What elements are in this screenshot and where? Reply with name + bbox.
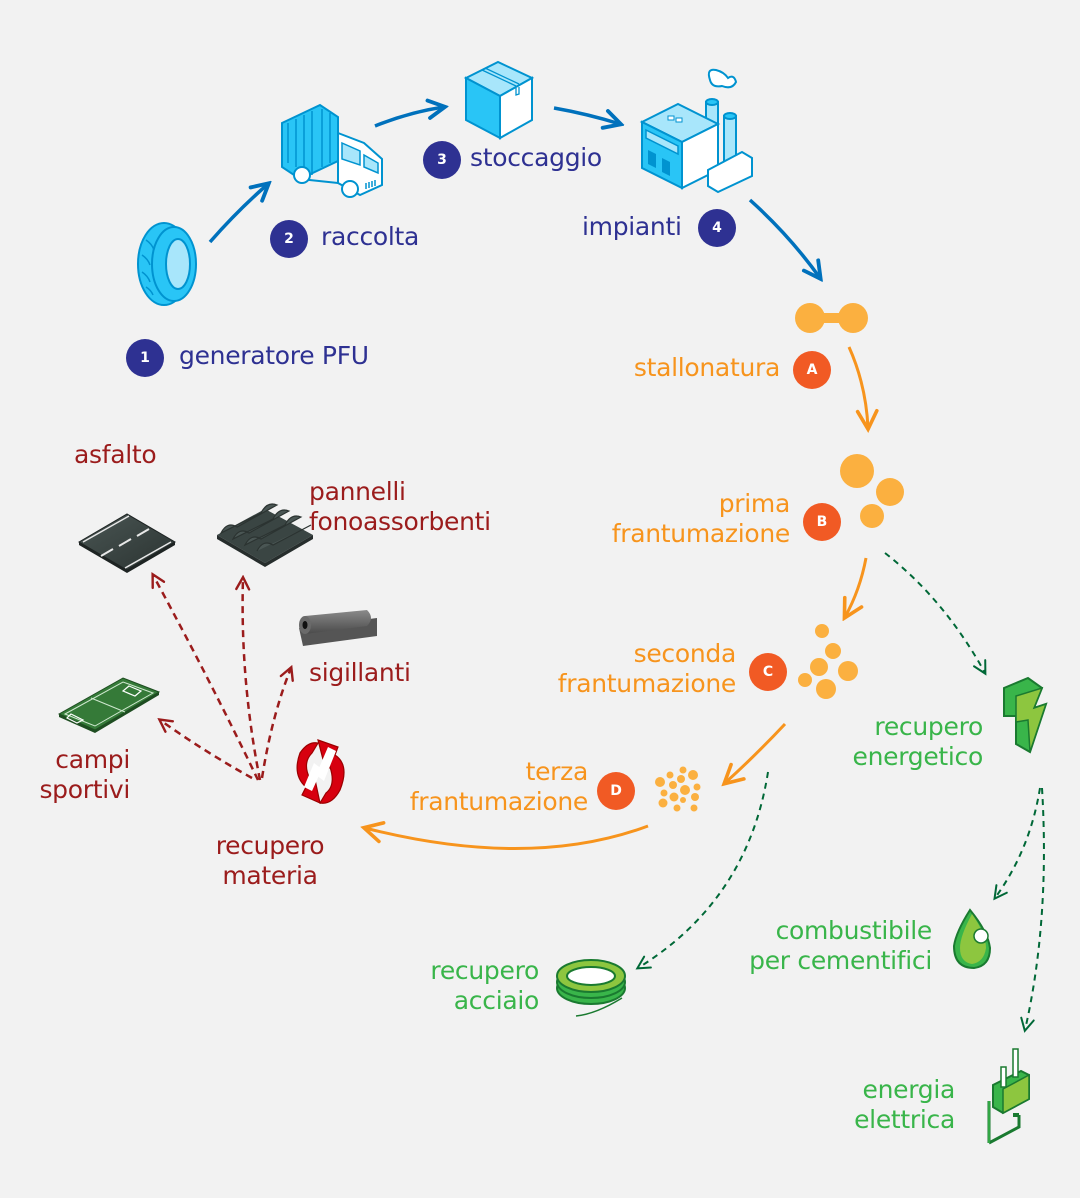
- arrow-d-to-materia: [365, 826, 649, 850]
- fine-granules-icon: [655, 766, 701, 812]
- use-label-sigillanti: sigillanti: [309, 658, 411, 687]
- arrow-stoccaggio-to-impianti: [553, 106, 620, 124]
- process-label-seconda-frantumazione: frantumazione: [557, 669, 737, 698]
- debeading-granule-icon: [795, 303, 868, 333]
- arrow-materia-to-campi: [160, 720, 253, 780]
- energy-recovery-line-1: recupero: [874, 712, 983, 741]
- energy-recovery-line-2: energetico: [852, 742, 984, 771]
- arrow-energetico-to-elettrica: [1020, 787, 1045, 1033]
- use-label-sportivi: sportivi: [39, 775, 130, 804]
- process-label-prima-frantumazione: frantumazione: [611, 519, 791, 548]
- fuel-drop-icon: [952, 908, 992, 970]
- arrow-d-to-acciaio: [635, 771, 769, 970]
- energy-use-combustibile: combustibile: [775, 916, 933, 945]
- asphalt-icon: [78, 513, 176, 573]
- arrow-a-to-b: [847, 346, 868, 428]
- blue-flow-arrows: [208, 106, 820, 278]
- lightning-icon: [1003, 676, 1048, 754]
- arrow-energetico-to-combustibile: [993, 787, 1041, 901]
- step-badge-4: 4: [698, 209, 736, 247]
- material-recovery-line-2: materia: [222, 861, 318, 890]
- acoustic-panel-icon: [217, 503, 313, 567]
- use-label-fonoassorbenti: fonoassorbenti: [309, 507, 491, 536]
- energy-use-cementifici: per cementifici: [749, 946, 932, 975]
- steel-coil-icon: [556, 959, 626, 1017]
- steel-recovery-line-2: acciaio: [453, 986, 540, 1015]
- green-dashed-arrows: [635, 552, 1045, 1033]
- process-label-terza: terza: [525, 757, 589, 786]
- step-label-stoccaggio: stoccaggio: [470, 143, 602, 172]
- plug-icon: [987, 1048, 1030, 1145]
- arrow-generatore-to-raccolta: [208, 184, 268, 244]
- sports-field-icon: [57, 677, 161, 733]
- arrow-raccolta-to-stoccaggio: [374, 107, 444, 128]
- orange-flow-arrows: [365, 346, 868, 850]
- arrow-materia-to-sigillanti: [260, 668, 291, 779]
- use-label-asfalto: asfalto: [74, 440, 157, 469]
- process-badge-b: B: [803, 503, 841, 541]
- process-badge-d: D: [597, 772, 635, 810]
- sealant-roll-icon: [299, 610, 377, 646]
- arrow-c-to-d: [725, 722, 787, 783]
- step-label-raccolta: raccolta: [321, 222, 420, 251]
- tire-icon: [137, 222, 197, 306]
- process-badge-c: C: [749, 653, 787, 691]
- process-badge-a: A: [793, 351, 831, 389]
- material-recovery-label: recupero materia: [210, 831, 330, 891]
- box-icon: [463, 60, 535, 140]
- process-label-stallonatura: stallonatura: [633, 353, 780, 382]
- steel-recovery-line-1: recupero: [430, 956, 539, 985]
- energy-use-energia: energia: [862, 1075, 956, 1104]
- factory-icon: [639, 68, 753, 194]
- arrow-materia-to-asfalto: [153, 575, 260, 781]
- use-label-campi: campi: [55, 745, 130, 774]
- energy-use-elettrica: elettrica: [854, 1105, 955, 1134]
- arrow-impianti-to-stallonatura: [748, 198, 820, 278]
- step-label-impianti: impianti: [582, 212, 682, 241]
- arrow-materia-to-pannelli: [243, 578, 262, 781]
- step-badge-2: 2: [270, 220, 308, 258]
- coarse-granules-icon: [840, 454, 904, 528]
- truck-icon: [281, 103, 383, 198]
- red-dashed-arrows: [153, 575, 291, 781]
- process-label-seconda: seconda: [633, 639, 737, 668]
- process-label-prima: prima: [718, 489, 791, 518]
- material-recovery-line-1: recupero: [215, 831, 325, 860]
- process-label-terza-frantumazione: frantumazione: [409, 787, 589, 816]
- medium-granules-icon: [798, 624, 858, 699]
- arrow-b-to-c: [845, 557, 868, 617]
- step-label-generatore: generatore PFU: [179, 341, 369, 370]
- use-label-pannelli: pannelli: [309, 477, 406, 506]
- recycle-icon: [296, 739, 345, 805]
- arrow-b-to-energetico: [884, 552, 987, 676]
- step-badge-1: 1: [126, 339, 164, 377]
- step-badge-3: 3: [423, 141, 461, 179]
